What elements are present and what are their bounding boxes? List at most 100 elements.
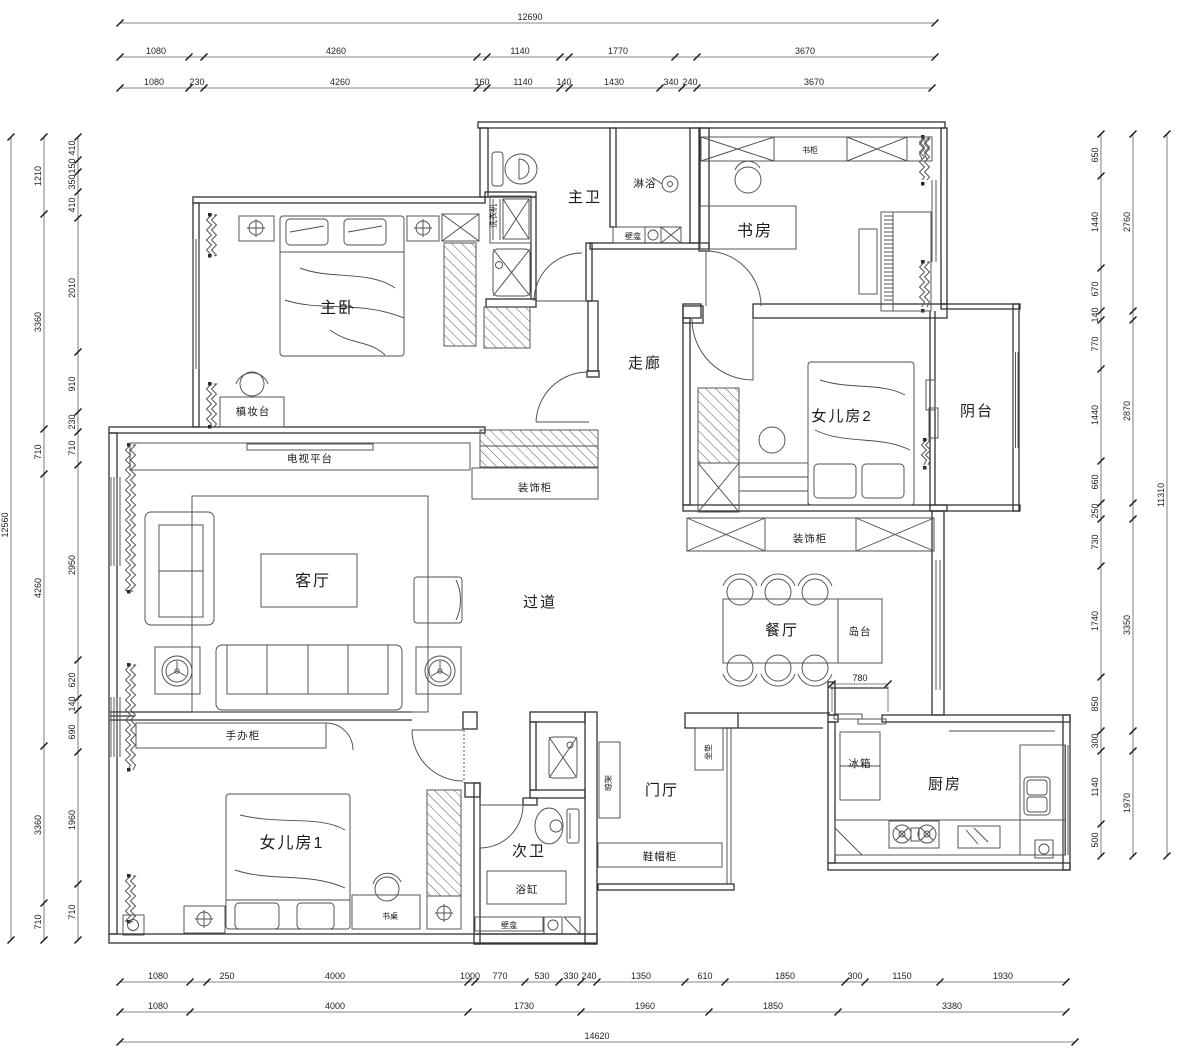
svg-text:330: 330 <box>563 971 578 981</box>
svg-text:770: 770 <box>1090 336 1100 351</box>
svg-text:1430: 1430 <box>604 77 624 87</box>
svg-text:主卧: 主卧 <box>320 299 356 317</box>
svg-text:710: 710 <box>33 914 43 929</box>
svg-text:3350: 3350 <box>1122 615 1132 635</box>
svg-text:12690: 12690 <box>517 12 542 22</box>
svg-text:410: 410 <box>67 197 77 212</box>
svg-text:1850: 1850 <box>763 1001 783 1011</box>
svg-text:670: 670 <box>1090 281 1100 296</box>
svg-text:3360: 3360 <box>33 815 43 835</box>
svg-text:350: 350 <box>67 174 77 189</box>
svg-text:书桌: 书桌 <box>382 911 398 921</box>
svg-text:1150: 1150 <box>892 971 911 981</box>
svg-text:1140: 1140 <box>510 46 529 56</box>
svg-text:780: 780 <box>852 673 867 683</box>
svg-text:1080: 1080 <box>148 971 168 981</box>
svg-text:850: 850 <box>1090 696 1100 711</box>
svg-text:1960: 1960 <box>635 1001 655 1011</box>
svg-text:餐厅: 餐厅 <box>765 622 799 639</box>
svg-text:4260: 4260 <box>326 46 346 56</box>
svg-text:3360: 3360 <box>33 312 43 332</box>
svg-text:230: 230 <box>189 77 204 87</box>
svg-text:主卫: 主卫 <box>568 189 602 206</box>
svg-text:300: 300 <box>1090 733 1100 748</box>
svg-text:1440: 1440 <box>1090 405 1100 425</box>
svg-text:2870: 2870 <box>1122 401 1132 421</box>
svg-text:650: 650 <box>1090 147 1100 162</box>
svg-text:14620: 14620 <box>584 1031 609 1041</box>
svg-text:660: 660 <box>1090 474 1100 489</box>
svg-text:910: 910 <box>67 376 77 391</box>
svg-text:槙妆台: 槙妆台 <box>236 405 271 418</box>
svg-text:1970: 1970 <box>1122 793 1132 813</box>
svg-text:走廊: 走廊 <box>628 355 662 372</box>
svg-text:140: 140 <box>556 77 571 87</box>
svg-text:710: 710 <box>67 904 77 919</box>
svg-text:3670: 3670 <box>804 77 824 87</box>
svg-text:门厅: 门厅 <box>645 782 679 799</box>
svg-text:4260: 4260 <box>33 578 43 598</box>
svg-text:坐垫: 坐垫 <box>703 744 713 760</box>
svg-text:手办柜: 手办柜 <box>226 729 261 742</box>
svg-text:淋浴: 淋浴 <box>634 177 657 190</box>
svg-text:240: 240 <box>682 77 697 87</box>
svg-text:1080: 1080 <box>146 46 166 56</box>
svg-text:300: 300 <box>847 971 862 981</box>
svg-text:410: 410 <box>67 140 77 155</box>
svg-text:140: 140 <box>67 696 77 711</box>
svg-text:浴缸: 浴缸 <box>516 883 539 896</box>
svg-text:150: 150 <box>67 158 77 173</box>
svg-text:阴台: 阴台 <box>960 403 994 420</box>
svg-text:书房: 书房 <box>737 222 773 240</box>
svg-text:710: 710 <box>33 444 43 459</box>
svg-text:2760: 2760 <box>1122 212 1132 232</box>
svg-text:610: 610 <box>697 971 712 981</box>
svg-text:1080: 1080 <box>148 1001 168 1011</box>
svg-text:1730: 1730 <box>514 1001 534 1011</box>
svg-text:710: 710 <box>67 440 77 455</box>
svg-text:次卫: 次卫 <box>512 843 546 860</box>
svg-text:厨房: 厨房 <box>928 776 962 793</box>
svg-text:1350: 1350 <box>631 971 651 981</box>
svg-text:岛台: 岛台 <box>849 625 872 638</box>
svg-text:530: 530 <box>534 971 549 981</box>
svg-text:2010: 2010 <box>67 278 77 298</box>
svg-text:620: 620 <box>67 672 77 687</box>
svg-text:1770: 1770 <box>608 46 628 56</box>
svg-text:2950: 2950 <box>67 555 77 575</box>
svg-text:装饰柜: 装饰柜 <box>793 532 828 545</box>
svg-text:过道: 过道 <box>523 594 557 611</box>
svg-text:客厅: 客厅 <box>295 572 331 590</box>
svg-text:250: 250 <box>1090 503 1100 518</box>
svg-text:11310: 11310 <box>1156 483 1166 507</box>
svg-text:690: 690 <box>67 724 77 739</box>
svg-text:1140: 1140 <box>513 77 532 87</box>
svg-text:书柜: 书柜 <box>802 145 818 155</box>
svg-text:1440: 1440 <box>1090 212 1100 232</box>
svg-text:壁龛: 壁龛 <box>625 231 641 241</box>
svg-text:340: 340 <box>663 77 678 87</box>
svg-text:1140: 1140 <box>1090 777 1100 796</box>
svg-text:730: 730 <box>1090 534 1100 549</box>
svg-text:冰箱: 冰箱 <box>849 757 872 770</box>
svg-text:12560: 12560 <box>0 512 10 537</box>
svg-text:770: 770 <box>492 971 507 981</box>
svg-text:3670: 3670 <box>795 46 815 56</box>
svg-text:4000: 4000 <box>325 1001 345 1011</box>
svg-text:1740: 1740 <box>1090 611 1100 631</box>
svg-text:4000: 4000 <box>325 971 345 981</box>
svg-text:装饰柜: 装饰柜 <box>518 481 553 494</box>
svg-text:1930: 1930 <box>993 971 1013 981</box>
svg-text:1000: 1000 <box>460 971 480 981</box>
svg-text:洗衣机: 洗衣机 <box>488 204 498 228</box>
svg-text:140: 140 <box>1090 307 1100 322</box>
svg-text:3380: 3380 <box>942 1001 962 1011</box>
svg-text:250: 250 <box>219 971 234 981</box>
svg-text:壁龛: 壁龛 <box>501 920 517 930</box>
svg-text:500: 500 <box>1090 832 1100 847</box>
svg-text:1850: 1850 <box>775 971 795 981</box>
svg-text:1210: 1210 <box>33 166 43 186</box>
svg-text:160: 160 <box>474 77 489 87</box>
svg-text:240: 240 <box>581 971 596 981</box>
svg-text:晾架: 晾架 <box>603 775 613 791</box>
